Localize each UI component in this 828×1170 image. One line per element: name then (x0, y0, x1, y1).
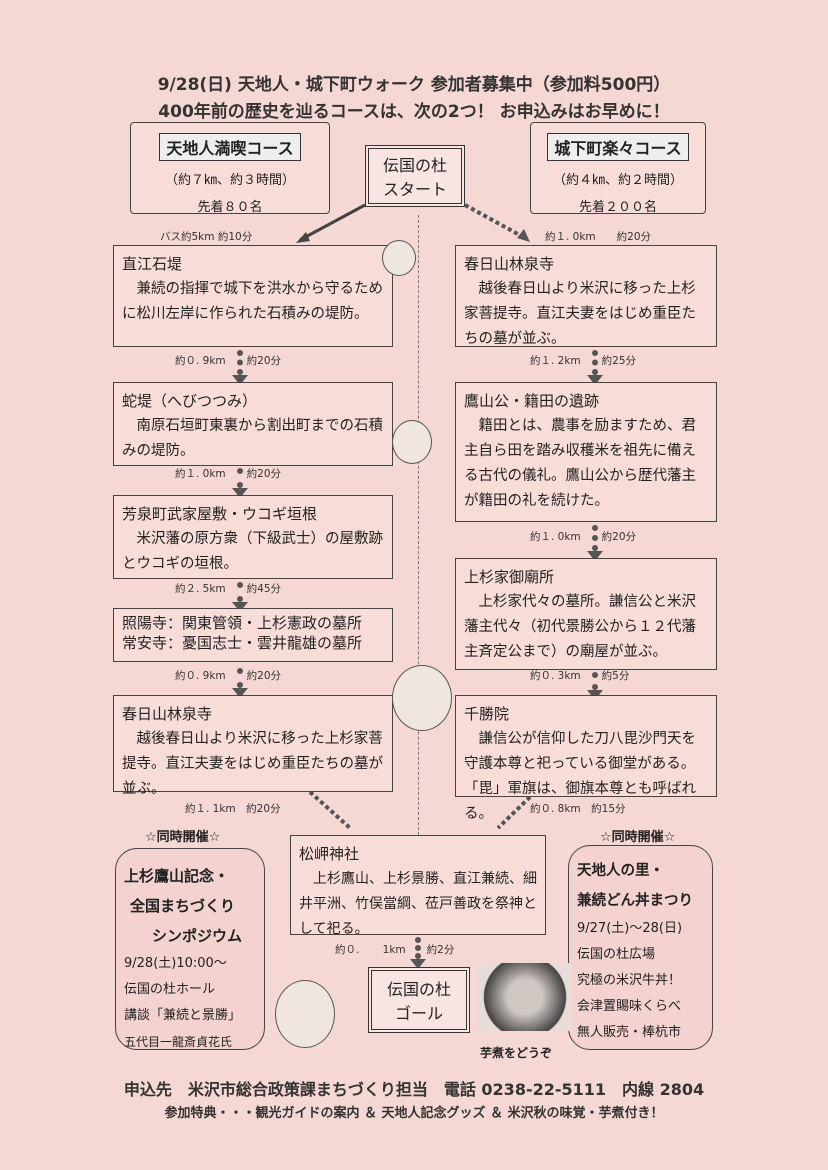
event-date: 9/28(土)10:00～ (124, 956, 227, 971)
stop-houkenchou: 芳泉町武家屋敷・ウコギ垣根 米沢藩の原方衆（下級武士）の屋敷跡とウコギの垣根。 (113, 495, 393, 579)
stop-rinsenji-right: 春日山林泉寺 越後春日山より米沢に移った上杉家菩提寺。直江夫妻をはじめ重臣たちの… (455, 245, 717, 347)
stop-desc: 謙信公が信仰した刀八毘沙門天を守護本尊と祀っている御堂がある。「毘」軍旗は、御旗… (464, 731, 696, 822)
goal-box: 伝国の杜 ゴール (368, 967, 470, 1033)
event-title: 9/28(日) 天地人・城下町ウォーク 参加者募集中（参加料500円） (157, 75, 671, 95)
mascot-kanetan-icon (382, 240, 416, 276)
course-right-limit: 先着２００名 (578, 200, 657, 215)
stop-hebitsutsumi: 蛇堤（へびつつみ） 南原石垣町東裏から割出町までの石積みの堤防。 (113, 382, 393, 466)
arrow-down (587, 525, 603, 561)
stop-title: 千勝院 (464, 705, 510, 723)
stop-title: 春日山林泉寺 (122, 705, 213, 723)
event-item: 究極の米沢牛丼！ (577, 973, 682, 988)
stop-title: 直江石堤 (122, 255, 183, 273)
walk-arrow (308, 790, 352, 830)
walk-arrow (496, 795, 532, 830)
distance-label: 約０. 9km 約20分 (175, 670, 282, 682)
stop-yozan-sekiden: 鷹山公・籍田の遺跡 籍田とは、農事を励ますため、君主自ら田を踏み収穫米を祖先に備… (455, 382, 717, 522)
event-title: 兼続どん丼まつり (577, 893, 693, 909)
stop-desc: 米沢藩の原方衆（下級武士）の屋敷跡とウコギの垣根。 (122, 531, 383, 572)
photo-caption: 芋煮をどうぞ (480, 1046, 553, 1060)
distance-label: 約１. 0km 約20分 (545, 231, 652, 243)
goal-line2: ゴール (394, 1004, 443, 1023)
stop-desc: 上杉家代々の墓所。謙信公と米沢藩主代々（初代景勝公から１２代藩主斉定公まで）の廟… (464, 594, 696, 660)
course-left-title: 天地人満喫コース (159, 133, 301, 161)
stop-rinsenji-left: 春日山林泉寺 越後春日山より米沢に移った上杉家菩提寺。直江夫妻をはじめ重臣たちの… (113, 695, 393, 797)
event-title: 天地人の里・ (577, 863, 664, 879)
arrow-down (587, 350, 603, 385)
arrow-down (410, 937, 426, 969)
stop-title: 照陽寺：関東管領・上杉憲政の墓所 (122, 614, 363, 632)
benefits-line: 参加特典・・・観光ガイドの案内 ＆ 天地人記念グッズ ＆ 米沢秋の味覚・芋煮付き… (164, 1106, 664, 1121)
stop-title: 上杉家御廟所 (464, 568, 555, 586)
stop-title: 常安寺：憂国志士・雲井龍雄の墓所 (122, 634, 363, 652)
stop-desc: 越後春日山より米沢に移った上杉家菩提寺。直江夫妻をはじめ重臣たちの墓が並ぶ。 (122, 731, 383, 797)
stop-desc: 南原石垣町東裏から割出町までの石積みの堤防。 (122, 418, 383, 459)
event-title: 全国まちづくり (130, 897, 236, 915)
stop-title: 蛇堤（へびつつみ） (122, 392, 258, 410)
arrow-head (296, 232, 310, 243)
event-title: 上杉鷹山記念・ (124, 867, 230, 885)
distance-label: 約１. 0km 約20分 (175, 468, 282, 480)
arrow-down (232, 350, 248, 385)
arrow-head (517, 229, 530, 242)
distance-label: 約１. 1km 約20分 (185, 803, 281, 815)
course-right-detail: （約４㎞、約２時間） (552, 173, 683, 188)
walk-arrow (464, 203, 526, 240)
event-program: 講談「兼続と景勝」 (124, 1008, 242, 1023)
course-left-detail: （約７㎞、約３時間） (164, 173, 295, 188)
distance-label: 約１. 0km 約20分 (530, 531, 637, 543)
event-venue: 伝国の杜ホール (124, 982, 216, 997)
distance-label: 約０. 9km 約20分 (175, 355, 282, 367)
contact-line: 申込先 米沢市総合政策課まちづくり担当 電話 0238-22-5111 内線 2… (123, 1080, 705, 1099)
start-line1: 伝国の杜 (382, 156, 447, 175)
distance-label: 約０. 3km 約5分 (530, 670, 630, 682)
event-left-header: ☆同時開催☆ (145, 830, 221, 845)
bus-arrow (299, 203, 366, 242)
event-venue: 伝国の杜広場 (577, 947, 656, 962)
start-line2: スタート (382, 180, 447, 199)
arrow-down (232, 582, 248, 612)
event-item: 会津置賜味くらべ (577, 999, 682, 1014)
event-date: 9/27(土)～28(日) (577, 921, 683, 936)
imoni-photo (478, 963, 572, 1031)
event-item: 無人販売・棒杭市 (577, 1025, 682, 1040)
event-right-header: ☆同時開催☆ (600, 830, 676, 845)
stop-naoe-sekitei: 直江石堤 兼続の指揮で城下を洪水から守るために松川左岸に作られた石積みの堤防。 (113, 245, 393, 347)
arrow-down (587, 672, 603, 700)
event-right-box: 天地人の里・ 兼続どん丼まつり 9/27(土)～28(日) 伝国の杜広場 究極の… (568, 845, 713, 1050)
arrow-down (232, 468, 248, 498)
course-left-limit: 先着８０名 (197, 200, 263, 215)
stop-gobyousho: 上杉家御廟所 上杉家代々の墓所。謙信公と米沢藩主代々（初代景勝公から１２代藩主斉… (455, 558, 717, 670)
course-right-title: 城下町楽々コース (547, 133, 689, 161)
mascot-kanetan-icon (275, 980, 335, 1048)
distance-label: 約１. 2km 約25分 (530, 355, 637, 367)
distance-label: バス約5km 約10分 (160, 231, 253, 243)
stop-matsugasaki-shrine: 松岬神社 上杉鷹山、上杉景勝、直江兼続、細井平洲、竹俣當綱、莅戸善政を祭神として… (290, 835, 546, 937)
stop-senshouin: 千勝院 謙信公が信仰した刀八毘沙門天を守護本尊と祀っている御堂がある。「毘」軍旗… (455, 695, 717, 822)
stop-shouyouji: 照陽寺：関東管領・上杉憲政の墓所 常安寺：憂国志士・雲井龍雄の墓所 (113, 608, 393, 662)
event-title: シンポジウム (152, 927, 243, 945)
event-left-box: 上杉鷹山記念・ 全国まちづくり シンポジウム 9/28(土)10:00～ 伝国の… (115, 848, 265, 1050)
stop-title: 鷹山公・籍田の遺跡 (464, 392, 600, 410)
stop-title: 松岬神社 (299, 845, 360, 863)
stop-title: 春日山林泉寺 (464, 255, 555, 273)
stop-desc: 越後春日山より米沢に移った上杉家菩提寺。直江夫妻をはじめ重臣たちの墓が並ぶ。 (464, 281, 696, 347)
course-right-scroll: 城下町楽々コース （約４㎞、約２時間） 先着２００名 (530, 122, 706, 215)
divider-line (418, 215, 419, 835)
event-subtitle: 400年前の歴史を辿るコースは、次の2つ！ お申込みはお早めに！ (158, 102, 670, 122)
stop-title: 芳泉町武家屋敷・ウコギ垣根 (122, 505, 318, 523)
stop-desc: 籍田とは、農事を励ますため、君主自ら田を踏み収穫米を祖先に備える古代の儀礼。鷹山… (464, 418, 696, 509)
start-box: 伝国の杜 スタート (365, 145, 465, 207)
arrow-down (232, 668, 248, 698)
distance-label: 約０. 8km 約15分 (530, 803, 626, 815)
goal-line1: 伝国の杜 (386, 980, 451, 999)
stop-desc: 上杉鷹山、上杉景勝、直江兼続、細井平洲、竹俣當綱、莅戸善政を祭神として祀る。 (299, 871, 537, 937)
stop-desc: 兼続の指揮で城下を洪水から守るために松川左岸に作られた石積みの堤防。 (122, 281, 383, 322)
mascot-kanetan-icon (392, 420, 432, 464)
distance-label: 約２. 5km 約45分 (175, 583, 282, 595)
course-left-scroll: 天地人満喫コース （約７㎞、約３時間） 先着８０名 (130, 122, 330, 215)
event-speaker: 五代目一龍斎貞花氏 (124, 1035, 233, 1049)
mascot-kanetan-icon (392, 665, 452, 731)
distance-label: 約０. 1km 約2分 (335, 944, 455, 956)
